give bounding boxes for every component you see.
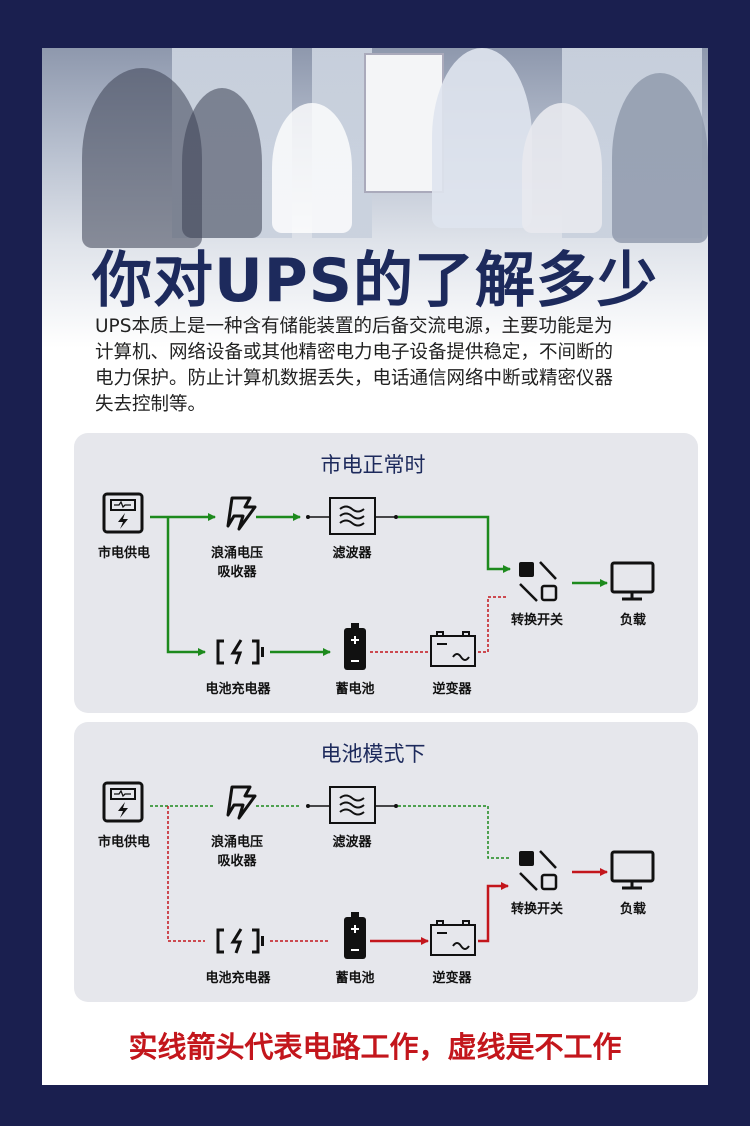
filter-icon xyxy=(306,497,398,535)
battery-icon xyxy=(344,623,366,670)
intro-line: 失去控制等。 xyxy=(95,394,207,415)
intro-line: 计算机、网络设备或其他精密电力电子设备提供稳定，不间断的 xyxy=(95,342,614,363)
transfer-switch-icon xyxy=(519,561,558,602)
label-surge: 浪涌电压 xyxy=(211,545,263,561)
label-battery: 蓄电池 xyxy=(335,681,374,697)
meeting-photo xyxy=(42,48,708,348)
battery-charger-icon xyxy=(216,639,264,665)
label-surge-2: 吸收器 xyxy=(217,564,257,580)
label-inverter: 逆变器 xyxy=(432,970,472,986)
label-filter: 滤波器 xyxy=(332,545,372,561)
edge-filter-to-switch xyxy=(398,805,510,859)
surge-lightning-icon xyxy=(226,496,257,531)
label-charger: 电池充电器 xyxy=(205,970,271,986)
label-inverter: 逆变器 xyxy=(432,681,472,697)
intro-paragraph: UPS本质上是一种含有储能装置的后备交流电源，主要功能是为 计算机、网络设备或其… xyxy=(95,314,665,418)
filter-icon xyxy=(306,786,398,824)
inverter-icon xyxy=(430,920,476,956)
monitor-load-icon xyxy=(610,561,655,601)
intro-line: 电力保护。防止计算机数据丢失，电话通信网络中断或精密仪器 xyxy=(95,368,614,389)
label-load: 负载 xyxy=(620,901,646,917)
page-title: 你对UPS的了解多少 xyxy=(92,246,658,316)
edge-inverter-to-switch xyxy=(478,882,509,943)
label-filter: 滤波器 xyxy=(332,834,372,850)
edge-inverter-to-switch xyxy=(478,596,508,653)
edge-filter-to-switch xyxy=(398,515,511,573)
panel-title: 市电正常时 xyxy=(321,453,426,477)
edge-mains-to-charger xyxy=(167,806,205,942)
label-switch: 转换开关 xyxy=(511,901,563,917)
intro-line: UPS本质上是一种含有储能装置的后备交流电源，主要功能是为 xyxy=(95,316,613,337)
edge-mains-to-charger xyxy=(166,517,206,656)
battery-charger-icon xyxy=(216,928,264,954)
label-switch: 转换开关 xyxy=(511,612,563,628)
diagram-normal-mode: 市电正常时市电供电 浪涌电压吸收器 滤波器转换开关 负载电池充电器 蓄电池 逆变器 xyxy=(74,433,698,713)
legend-note: 实线箭头代表电路工作，虚线是不工作 xyxy=(128,1030,622,1064)
transfer-switch-icon xyxy=(519,850,558,891)
diagram-battery-mode: 电池模式下市电供电 浪涌电压吸收器 滤波器转换开关 负载电池充电器 蓄电池 逆变器 xyxy=(74,722,698,1002)
power-meter-icon xyxy=(102,781,144,823)
label-battery: 蓄电池 xyxy=(335,970,374,986)
inverter-icon xyxy=(430,631,476,667)
battery-icon xyxy=(344,912,366,959)
label-load: 负载 xyxy=(620,612,646,628)
monitor-load-icon xyxy=(610,850,655,890)
surge-lightning-icon xyxy=(226,785,257,820)
label-surge-2: 吸收器 xyxy=(217,853,257,869)
poster: 你对UPS的了解多少 UPS本质上是一种含有储能装置的后备交流电源，主要功能是为… xyxy=(42,48,708,1085)
label-mains: 市电供电 xyxy=(98,834,150,850)
power-meter-icon xyxy=(102,492,144,534)
panel-title: 电池模式下 xyxy=(321,742,426,766)
label-surge: 浪涌电压 xyxy=(211,834,263,850)
label-charger: 电池充电器 xyxy=(205,681,271,697)
label-mains: 市电供电 xyxy=(98,545,150,561)
